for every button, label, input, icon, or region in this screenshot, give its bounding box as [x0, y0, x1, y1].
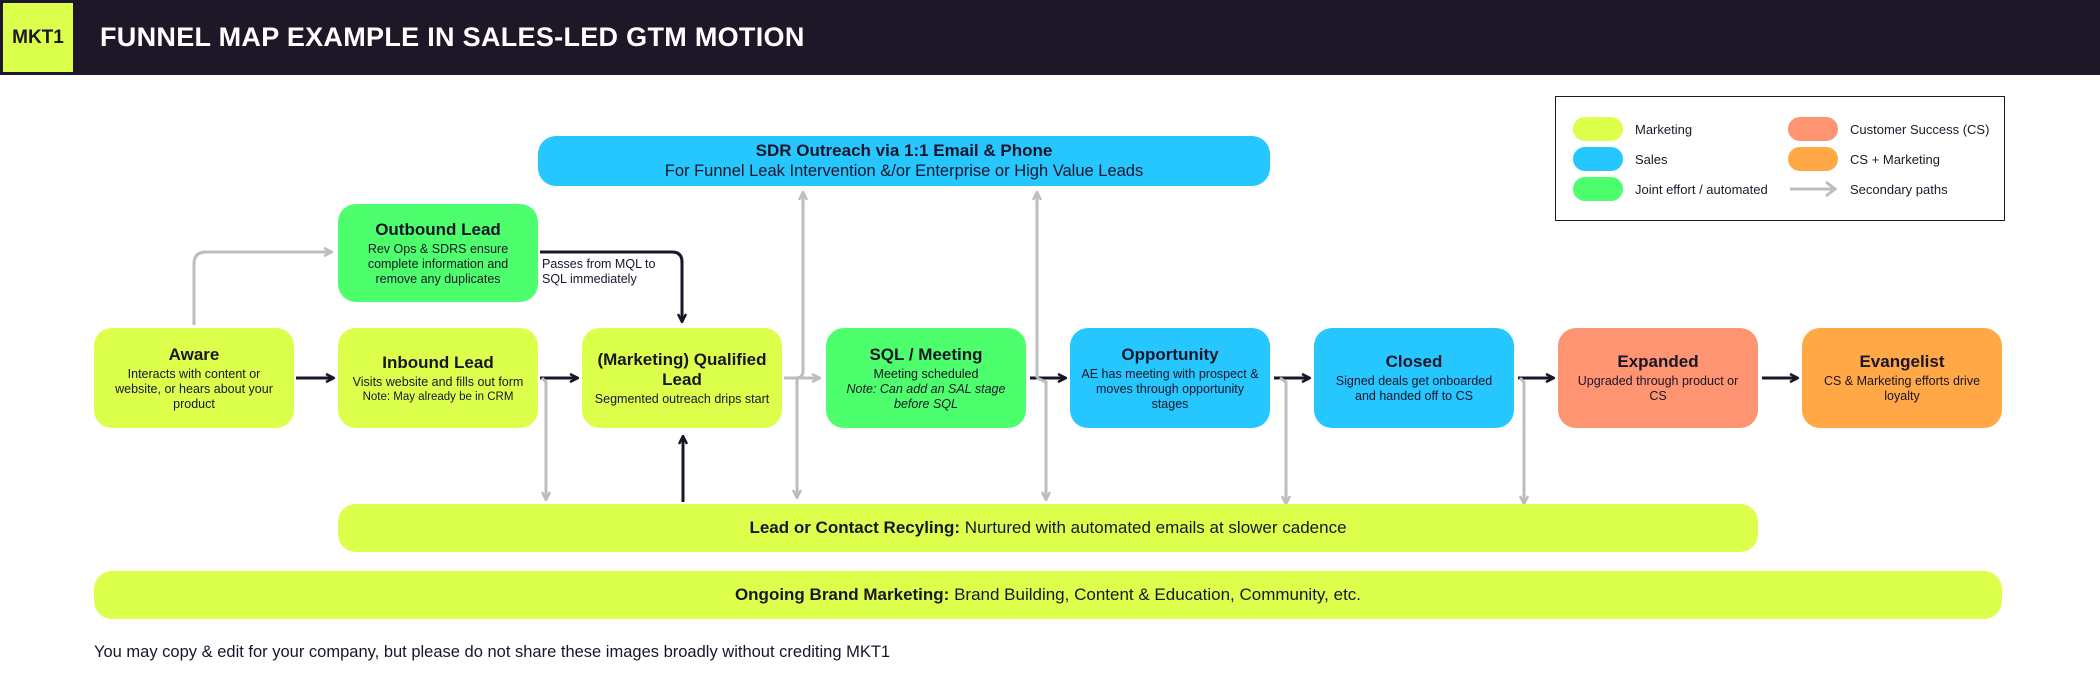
- stage-expanded-title: Expanded: [1617, 352, 1699, 371]
- arrow-mql-sdr: [784, 192, 803, 380]
- arrow-expanded-recycling: [1518, 376, 1524, 504]
- stage-mql-desc: Segmented outreach drips start: [594, 391, 770, 406]
- brand-marketing-label: Ongoing Brand Marketing:: [734, 585, 950, 604]
- legend-item-cs-marketing: CS + Marketing: [1788, 147, 1940, 171]
- stage-closed-title: Closed: [1385, 352, 1443, 371]
- stage-inbound-desc: Visits website and fills out form: [352, 374, 524, 389]
- stage-opportunity-desc: AE has meeting with prospect & moves thr…: [1081, 366, 1259, 411]
- sdr-title: SDR Outreach via 1:1 Email & Phone: [755, 141, 1053, 160]
- stage-sql-title: SQL / Meeting: [869, 344, 983, 364]
- legend-swatch-marketing: [1573, 117, 1623, 141]
- arrow-opportunity-recycling: [1036, 376, 1046, 500]
- stage-expanded: Expanded Upgraded through product or CS: [1558, 328, 1758, 428]
- stage-opportunity: Opportunity AE has meeting with prospect…: [1070, 328, 1270, 428]
- stage-sql-note: Note: Can add an SAL stage before SQL: [846, 381, 1006, 411]
- outbound-lead-box: Outbound Lead Rev Ops & SDRS ensure comp…: [338, 204, 538, 302]
- legend-label-secondary: Secondary paths: [1850, 181, 1948, 197]
- stage-sql-desc: Meeting scheduled: [873, 366, 979, 381]
- brand-marketing-text: Brand Building, Content & Education, Com…: [949, 585, 1362, 604]
- stage-inbound-title: Inbound Lead: [382, 352, 494, 372]
- secondary-arrows: [192, 192, 1524, 504]
- stage-evangelist-desc: CS & Marketing efforts drive loyalty: [1823, 374, 1981, 403]
- legend-item-joint: Joint effort / automated: [1573, 177, 1768, 201]
- legend-label-cs: Customer Success (CS): [1850, 121, 1990, 137]
- stage-opportunity-title: Opportunity: [1121, 344, 1219, 364]
- stage-evangelist-title: Evangelist: [1859, 352, 1945, 371]
- lead-recycling-text: Nurtured with automated emails at slower…: [960, 518, 1347, 537]
- stage-evangelist: Evangelist CS & Marketing efforts drive …: [1802, 328, 2002, 428]
- stage-mql: (Marketing) Qualified Lead Segmented out…: [582, 328, 782, 428]
- header-bar: [0, 0, 2100, 75]
- stage-aware-desc: Interacts with content or website, or he…: [115, 366, 273, 411]
- legend-item-cs: Customer Success (CS): [1788, 117, 1989, 141]
- stage-inbound-lead: Inbound Lead Visits website and fills ou…: [338, 328, 538, 428]
- stage-aware: Aware Interacts with content or website,…: [94, 328, 294, 428]
- stage-closed: Closed Signed deals get onboarded and ha…: [1314, 328, 1514, 428]
- sdr-subtitle: For Funnel Leak Intervention &/or Enterp…: [664, 162, 1144, 180]
- mql-to-sql-note: Passes from MQL to SQL immediately: [542, 257, 656, 286]
- arrow-inbound-recycling: [540, 376, 546, 500]
- legend-swatch-sales: [1573, 147, 1623, 171]
- stage-expanded-desc: Upgraded through product or CS: [1577, 374, 1739, 403]
- stage-mql-title: (Marketing) Qualified Lead: [597, 349, 767, 389]
- legend: Marketing Sales Joint effort / automated…: [1555, 96, 2005, 221]
- arrow-aware-outbound: [192, 252, 332, 325]
- legend-item-secondary: Secondary paths: [1788, 177, 1948, 201]
- brand-marketing-banner: Ongoing Brand Marketing: Brand Building,…: [94, 571, 2002, 619]
- lead-recycling-banner: Lead or Contact Recyling: Nurtured with …: [338, 504, 1758, 552]
- outbound-lead-title: Outbound Lead: [375, 219, 501, 239]
- outbound-lead-desc: Rev Ops & SDRS ensure complete informati…: [367, 241, 509, 286]
- arrow-outbound-mql: [540, 250, 682, 322]
- legend-item-marketing: Marketing: [1573, 117, 1692, 141]
- secondary-arrow-icon: [1790, 180, 1838, 198]
- legend-label-joint: Joint effort / automated: [1635, 181, 1768, 197]
- stage-sql-meeting: SQL / Meeting Meeting scheduled Note: Ca…: [826, 328, 1026, 428]
- legend-label-sales: Sales: [1635, 151, 1668, 167]
- legend-swatch-cs: [1788, 117, 1838, 141]
- arrow-closed-recycling: [1279, 376, 1286, 504]
- legend-swatch-cs-marketing: [1788, 147, 1838, 171]
- sdr-outreach-box: SDR Outreach via 1:1 Email & Phone For F…: [538, 136, 1270, 186]
- lead-recycling-label: Lead or Contact Recyling:: [749, 518, 961, 537]
- legend-label-cs-marketing: CS + Marketing: [1850, 151, 1940, 167]
- footer-note: You may copy & edit for your company, bu…: [94, 643, 891, 661]
- legend-item-sales: Sales: [1573, 147, 1668, 171]
- stage-aware-title: Aware: [168, 344, 220, 364]
- stage-inbound-note: Note: May already be in CRM: [362, 390, 514, 403]
- stage-closed-desc: Signed deals get onboarded and handed of…: [1335, 374, 1493, 403]
- page-title: FUNNEL MAP EXAMPLE IN SALES-LED GTM MOTI…: [100, 22, 805, 52]
- logo: MKT1: [3, 3, 73, 72]
- legend-swatch-joint: [1573, 177, 1623, 201]
- legend-label-marketing: Marketing: [1635, 121, 1693, 137]
